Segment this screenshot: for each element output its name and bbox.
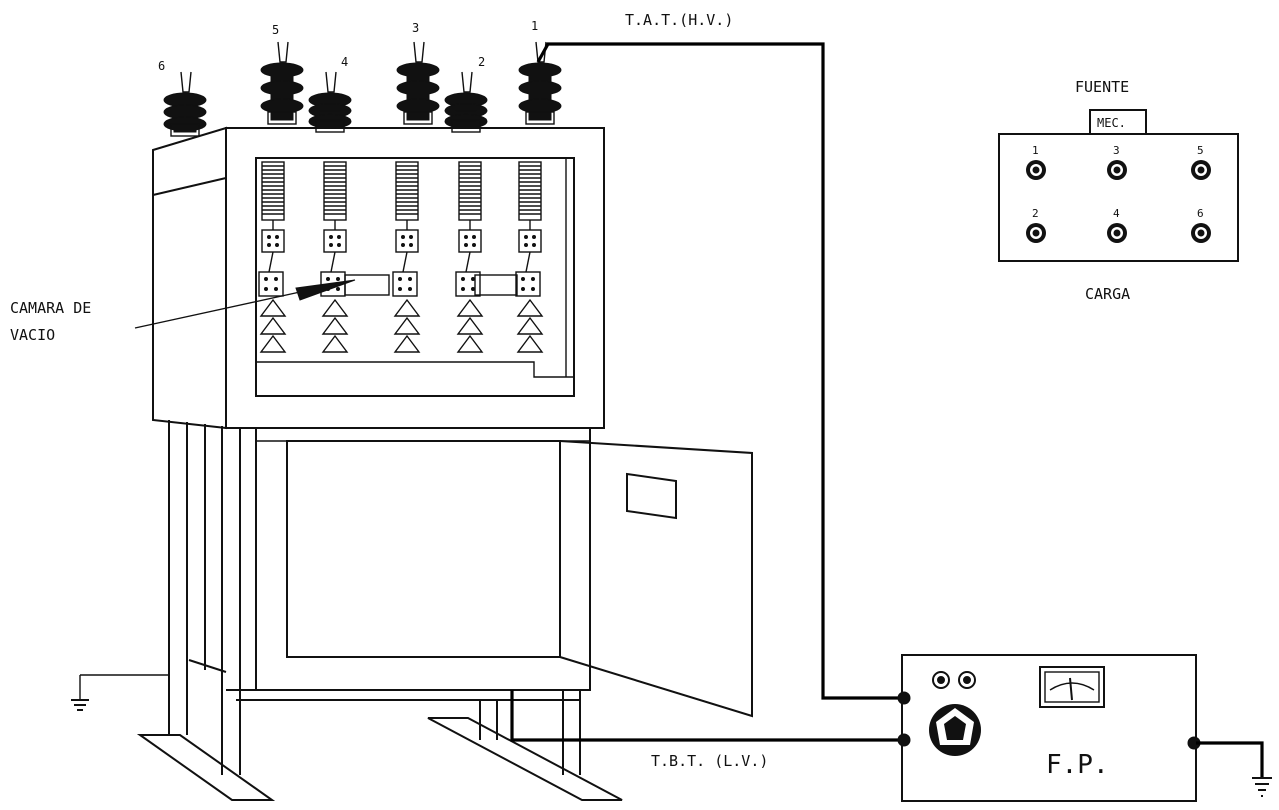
ground-symbol-right — [1196, 741, 1272, 797]
panel-bottom-label: CARGA — [1085, 285, 1130, 303]
terminal-number: 6 — [1197, 207, 1204, 220]
meter-icon — [1039, 666, 1105, 708]
vacuum-chamber-callout: CAMARA DE VACIO — [10, 279, 356, 344]
hv-cable-label: T.A.T.(H.V.) — [625, 11, 733, 29]
lv-cable — [510, 690, 905, 742]
breaker-poles — [258, 161, 544, 353]
terminal-jack[interactable]: 6 — [1191, 207, 1211, 243]
bushing-icon: 3 — [396, 21, 440, 125]
lv-cable-label: T.B.T. (L.V.) — [651, 752, 768, 770]
bushing-icon: 5 — [260, 23, 304, 125]
bushing-number: 3 — [412, 21, 419, 35]
vacuum-chamber-label-1: CAMARA DE — [10, 299, 91, 317]
bushing-icon: 1 — [518, 19, 562, 125]
selector-knob-icon — [932, 671, 976, 689]
terminal-jack[interactable]: 5 — [1191, 144, 1211, 180]
switchgear-cabinet — [136, 126, 753, 801]
terminal-number: 5 — [1197, 144, 1204, 157]
breaker-pole — [392, 161, 421, 353]
bushing-number: 5 — [272, 23, 279, 37]
terminal-number: 3 — [1113, 144, 1120, 157]
hv-cable — [536, 42, 905, 700]
main-dial-icon — [929, 704, 981, 756]
breaker-pole — [455, 161, 484, 353]
bushing-icon: 4 — [308, 55, 352, 133]
bushing-number: 2 — [478, 55, 485, 69]
terminal-jack[interactable]: 1 — [1026, 144, 1046, 180]
lv-terminal — [897, 733, 911, 747]
instrument-label: F.P. — [1046, 750, 1109, 780]
terminal-jack[interactable]: 2 — [1026, 207, 1046, 243]
power-factor-test-set: F.P. — [897, 654, 1201, 802]
bushings: 6 5 4 3 2 1 — [158, 19, 562, 137]
bushing-icon: 6 — [158, 59, 207, 137]
terminal-number: 4 — [1113, 207, 1120, 220]
terminal-panel: FUENTE MEC. 1 3 5 2 4 6 CARGA — [998, 78, 1239, 303]
terminal-jack[interactable]: 4 — [1107, 207, 1127, 243]
bushing-icon: 2 — [444, 55, 488, 133]
panel-top-label: FUENTE — [1075, 78, 1129, 96]
breaker-pole — [320, 161, 349, 353]
terminal-jack[interactable]: 3 — [1107, 144, 1127, 180]
bushing-number: 1 — [531, 19, 538, 33]
hv-terminal — [897, 691, 911, 705]
ground-symbol-left — [71, 674, 169, 711]
terminal-number: 2 — [1032, 207, 1039, 220]
bushing-number: 6 — [158, 59, 165, 73]
breaker-pole — [258, 161, 287, 353]
terminal-number: 1 — [1032, 144, 1039, 157]
mec-tab-label: MEC. — [1097, 116, 1126, 130]
vacuum-chamber-label-2: VACIO — [10, 326, 55, 344]
bushing-number: 4 — [341, 55, 348, 69]
breaker-pole — [515, 161, 544, 353]
panel-terminals: 1 3 5 2 4 6 — [1026, 144, 1211, 243]
